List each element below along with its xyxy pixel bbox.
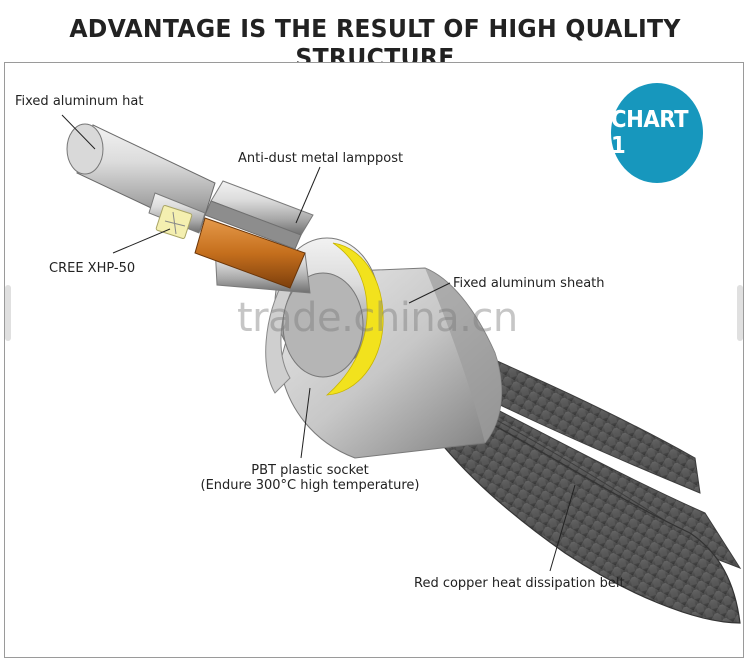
page-title: ADVANTAGE IS THE RESULT OF HIGH QUALITY … [69,14,681,72]
anti-dust-lamppost [204,180,314,250]
copper-tube [194,217,306,289]
fixed-aluminum-hat [66,123,216,234]
label-heat-dissipation-belt: Red copper heat dissipation belt [414,576,625,591]
right-edge-strip [737,285,743,341]
heat-belt-main [444,402,741,624]
left-edge-strip [5,285,11,341]
leader-lines [61,114,576,572]
label-pbt-socket-line1: PBT plastic socket [251,463,369,478]
label-anti-dust-lamppost: Anti-dust metal lamppost [238,151,404,166]
led-bulb-illustration [61,114,742,624]
label-fixed-aluminum-hat: Fixed aluminum hat [15,94,144,109]
label-fixed-aluminum-sheath: Fixed aluminum sheath [453,276,605,291]
label-pbt-socket-line2: (Endure 300°C high temperature) [200,478,420,493]
cree-chip-icon [155,205,193,239]
label-pbt-socket: PBT plastic socket (Endure 300°C high te… [200,463,420,493]
diagram-panel: Fixed aluminum hat Anti-dust metal lampp… [4,62,744,658]
watermark-text: trade.china.cn [237,295,518,341]
yellow-ring [325,242,384,396]
label-cree-xhp50: CREE XHP-50 [49,261,136,276]
chart-badge: CHART 1 [611,83,703,183]
heat-belt-strip-1 [444,337,701,494]
